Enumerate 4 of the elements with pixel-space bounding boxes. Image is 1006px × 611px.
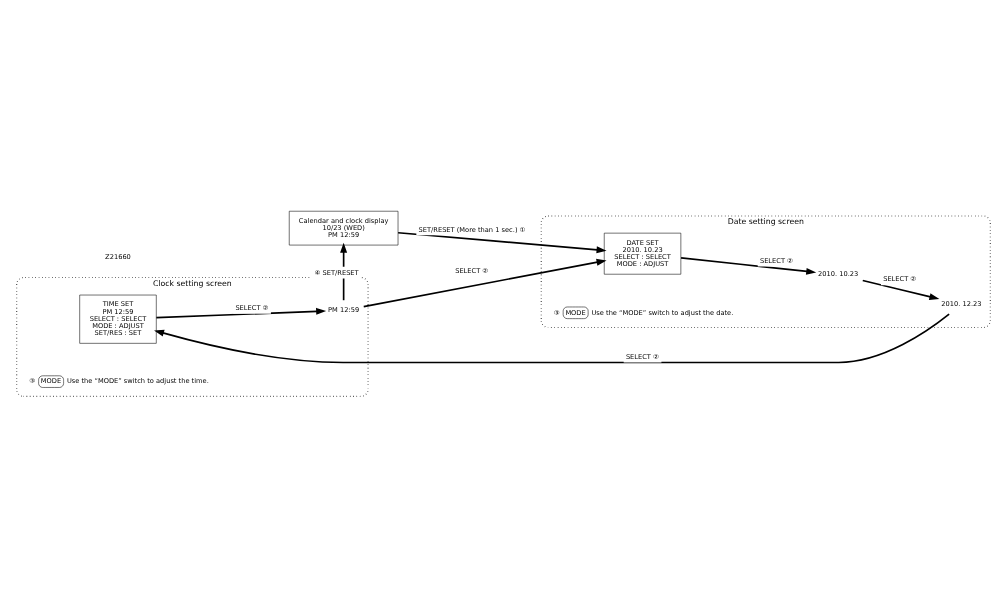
arrow [861,279,939,300]
arrow [396,231,607,253]
arrow [362,258,607,307]
arrow [155,307,326,318]
